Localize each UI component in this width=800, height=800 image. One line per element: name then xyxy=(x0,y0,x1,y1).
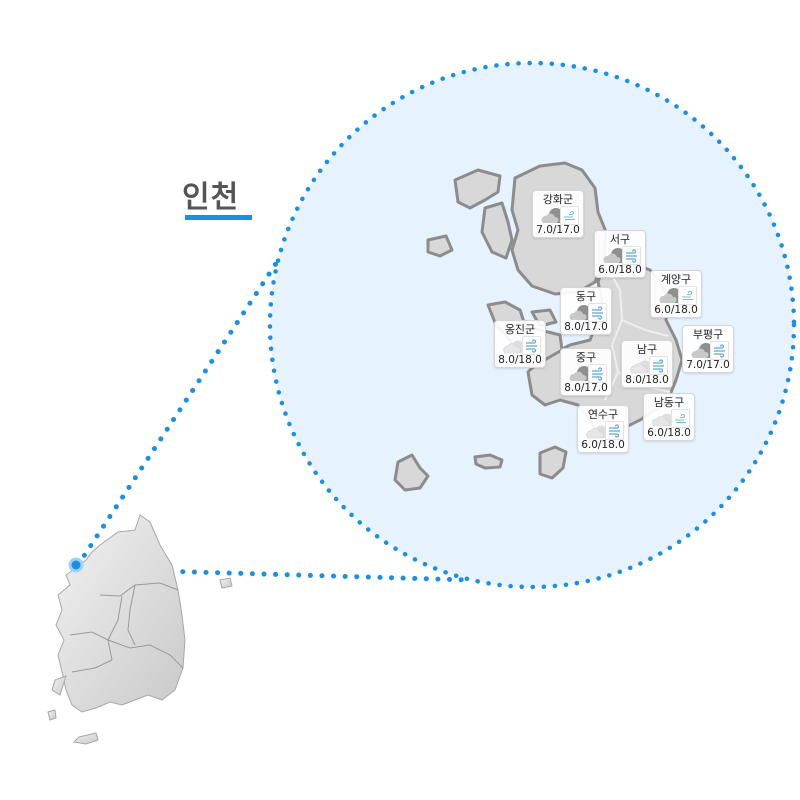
wind-icon xyxy=(710,341,729,360)
wind-icon xyxy=(605,421,624,440)
district-temperature: 6.0/18.0 xyxy=(598,264,642,276)
connector-line-top xyxy=(75,259,280,568)
cloudy-dark-icon xyxy=(541,208,563,223)
district-temperature: 8.0/17.0 xyxy=(564,321,608,333)
district-name: 옹진군 xyxy=(504,323,536,336)
wind-icon xyxy=(622,246,641,265)
district-temperature: 8.0/18.0 xyxy=(625,374,669,386)
wind-icon xyxy=(588,303,607,322)
district-name: 동구 xyxy=(575,290,597,303)
cloudy-dark-icon xyxy=(569,366,591,381)
district-name: 서구 xyxy=(609,233,631,246)
weak-wind-icon xyxy=(678,286,697,305)
korea-overview-map xyxy=(47,514,233,745)
district-name: 남동구 xyxy=(653,396,685,409)
district-card-ongjin[interactable]: 옹진군 8.0/18.0 xyxy=(494,320,546,368)
district-card-gyeyang[interactable]: 계양구 6.0/18.0 xyxy=(650,270,702,318)
district-temperature: 6.0/18.0 xyxy=(581,439,625,451)
district-card-namdong[interactable]: 남동구 6.0/18.0 xyxy=(643,393,695,441)
wind-icon xyxy=(588,364,607,383)
district-card-nam[interactable]: 남구 8.0/18.0 xyxy=(621,340,673,388)
district-card-jung[interactable]: 중구 8.0/17.0 xyxy=(560,348,612,396)
district-card-seo[interactable]: 서구 6.0/18.0 xyxy=(594,230,646,278)
cloudy-dark-icon xyxy=(691,343,713,358)
district-name: 남구 xyxy=(636,343,658,356)
weak-wind-icon xyxy=(671,409,690,428)
title-underline xyxy=(185,215,252,220)
district-temperature: 8.0/18.0 xyxy=(498,354,542,366)
page-title: 인천 xyxy=(182,180,240,215)
incheon-location-marker xyxy=(68,557,84,573)
wind-icon xyxy=(649,356,668,375)
district-name: 부평구 xyxy=(692,328,724,341)
district-temperature: 6.0/18.0 xyxy=(647,427,691,439)
district-name: 중구 xyxy=(575,351,597,364)
cloudy-dark-icon xyxy=(569,305,591,320)
district-name: 강화군 xyxy=(542,193,574,206)
cloudy-dark-icon xyxy=(603,248,625,263)
cloudy-dark-icon xyxy=(659,288,681,303)
district-card-dong[interactable]: 동구 8.0/17.0 xyxy=(560,287,612,335)
district-temperature: 6.0/18.0 xyxy=(654,304,698,316)
district-temperature: 8.0/17.0 xyxy=(564,382,608,394)
district-temperature: 7.0/17.0 xyxy=(536,224,580,236)
district-card-ganghwa[interactable]: 강화군 7.0/17.0 xyxy=(532,190,584,238)
district-name: 연수구 xyxy=(587,408,619,421)
wind-icon xyxy=(522,336,541,355)
district-name: 계양구 xyxy=(660,273,692,286)
district-card-bupyeong[interactable]: 부평구 7.0/17.0 xyxy=(682,325,734,373)
district-temperature: 7.0/17.0 xyxy=(686,359,730,371)
weak-wind-icon xyxy=(560,206,579,225)
district-card-yeonsu[interactable]: 연수구 6.0/18.0 xyxy=(577,405,629,453)
